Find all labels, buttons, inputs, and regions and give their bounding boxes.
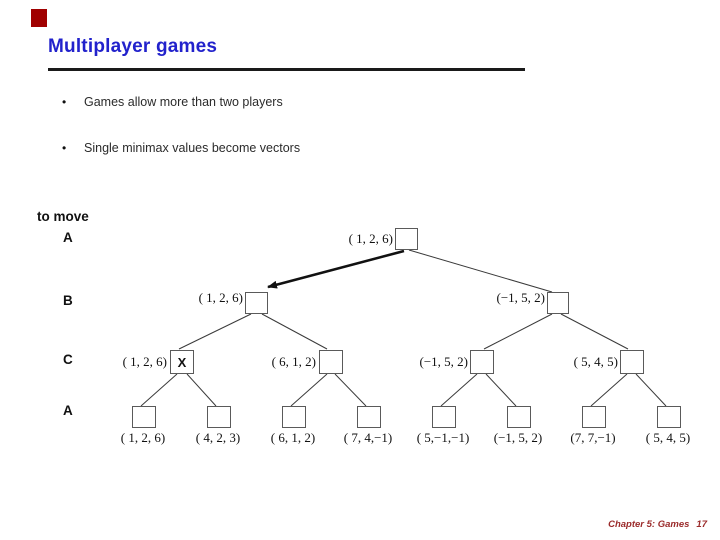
- node-value-label: ( 6, 1, 2): [271, 354, 316, 369]
- tree-leaf: [432, 406, 456, 428]
- tree-leaf: [132, 406, 156, 428]
- node-value-label: ( 1, 2, 6): [122, 354, 167, 369]
- leaf-value-label: (−1, 5, 2): [493, 430, 543, 445]
- tree-node-c: [470, 350, 494, 374]
- node-value-label: (−1, 5, 2): [419, 354, 469, 369]
- tree-leaf: [207, 406, 231, 428]
- node-value-label: ( 1, 2, 6): [198, 290, 243, 305]
- corner-accent-square: [31, 9, 47, 27]
- node-value-label: ( 5, 4, 5): [573, 354, 618, 369]
- footer-chapter-label: Chapter 5: Games: [608, 519, 690, 530]
- to-move-label: to move: [37, 209, 89, 224]
- level-label-a: A: [63, 403, 73, 418]
- tree-node-c-pruned: X: [170, 350, 194, 374]
- leaf-value-label: (7, 7,−1): [570, 430, 616, 445]
- bullet-icon: •: [62, 141, 67, 155]
- tree-node-b: [245, 292, 268, 314]
- footer-page-number: 17: [696, 519, 707, 530]
- leaf-value-label: ( 1, 2, 6): [120, 430, 166, 445]
- tree-node-root: [395, 228, 418, 250]
- tree-leaf: [657, 406, 681, 428]
- pruned-x-mark: X: [177, 354, 187, 370]
- level-label-b: B: [63, 293, 73, 308]
- bullet-text: Games allow more than two players: [84, 95, 283, 109]
- leaf-value-label: ( 6, 1, 2): [270, 430, 316, 445]
- tree-node-c: [620, 350, 644, 374]
- tree-leaf: [357, 406, 381, 428]
- leaf-value-label: ( 5,−1,−1): [416, 430, 470, 445]
- bullet-text: Single minimax values become vectors: [84, 141, 301, 155]
- level-label-c: C: [63, 352, 73, 367]
- bullet-item: • Games allow more than two players: [62, 95, 622, 109]
- tree-node-c: [319, 350, 343, 374]
- title-underline: [48, 68, 525, 71]
- slide-footer: Chapter 5: Games 17: [608, 519, 707, 530]
- node-value-label: (−1, 5, 2): [496, 290, 546, 305]
- leaf-value-label: ( 4, 2, 3): [195, 430, 241, 445]
- tree-node-b: [547, 292, 569, 314]
- leaf-value-label: ( 5, 4, 5): [645, 430, 691, 445]
- tree-leaf: [507, 406, 531, 428]
- leaf-value-label: ( 7, 4,−1): [343, 430, 393, 445]
- level-label-a: A: [63, 230, 73, 245]
- tree-leaf: [282, 406, 306, 428]
- bullet-icon: •: [62, 95, 67, 109]
- page-title: Multiplayer games: [48, 36, 218, 57]
- node-value-label: ( 1, 2, 6): [348, 231, 393, 246]
- bullet-item: • Single minimax values become vectors: [62, 141, 622, 155]
- tree-leaf: [582, 406, 606, 428]
